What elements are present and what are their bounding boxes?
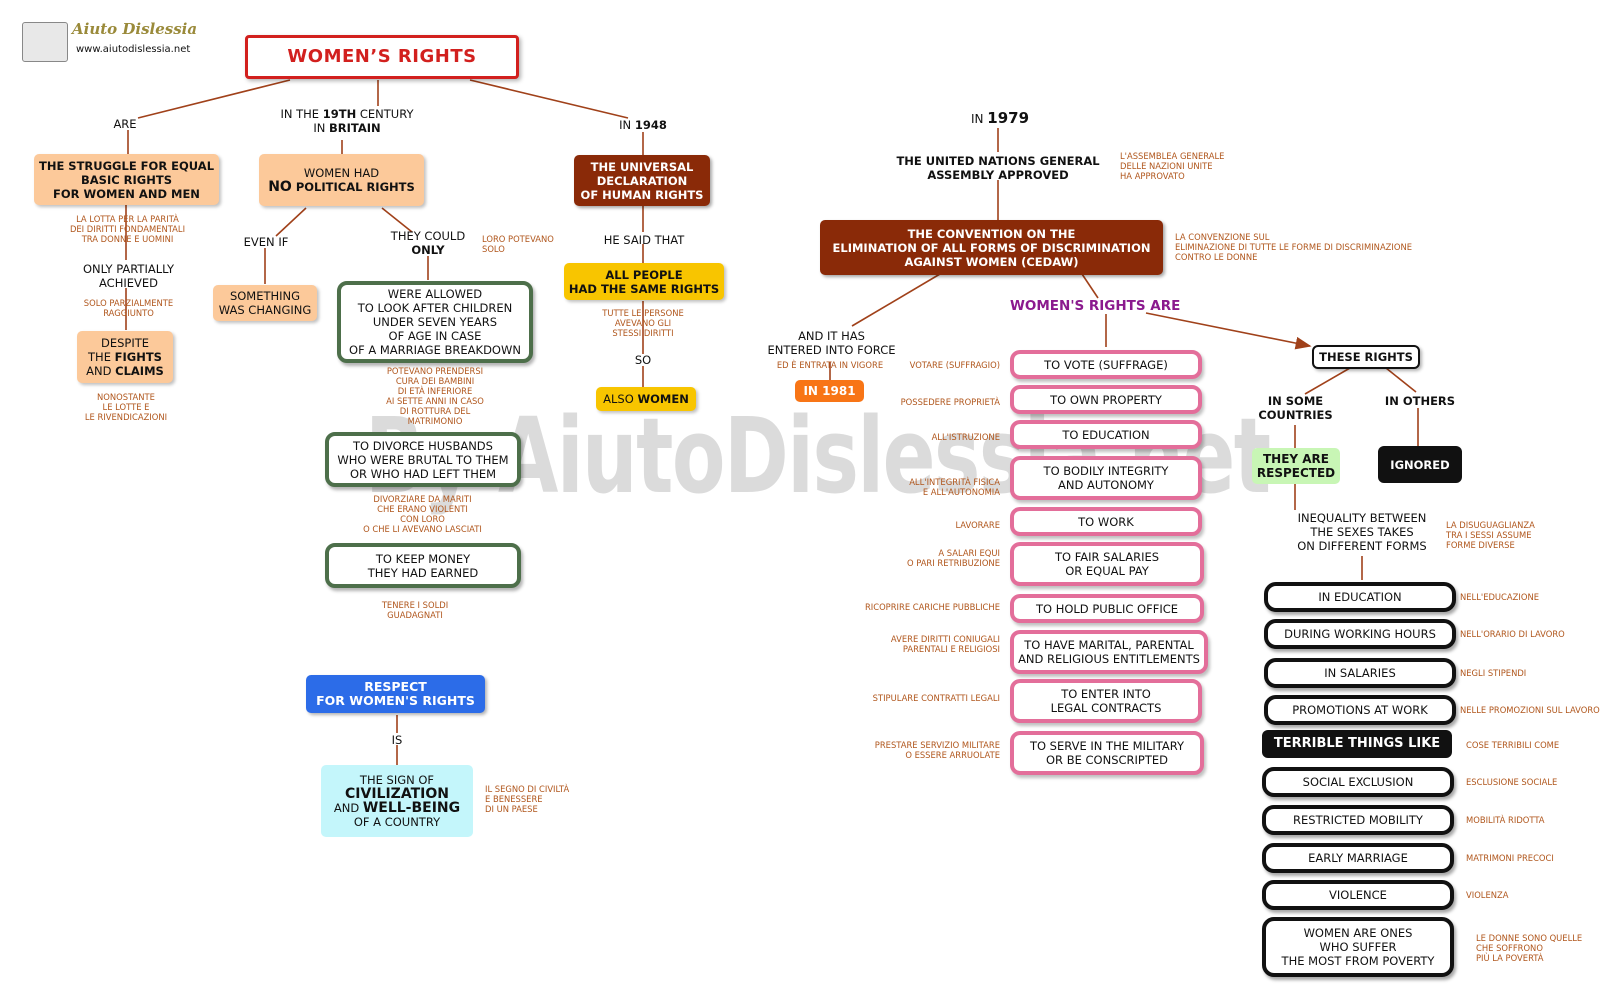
inequality-form-item: IN EDUCATION	[1264, 582, 1456, 612]
right-item-translation: AVERE DIRITTI CONIUGALI PARENTALI E RELI…	[890, 634, 1000, 654]
page-title: WOMEN’S RIGHTS	[245, 35, 519, 79]
inequality-form-item: DURING WORKING HOURS	[1264, 619, 1456, 649]
right-item: TO ENTER INTO LEGAL CONTRACTS	[1010, 679, 1202, 723]
right-item: TO SERVE IN THE MILITARY OR BE CONSCRIPT…	[1010, 731, 1204, 775]
terrible-thing-translation: VIOLENZA	[1466, 890, 1509, 900]
terrible-thing-translation: LE DONNE SONO QUELLE CHE SOFFRONO PIÙ LA…	[1476, 933, 1583, 963]
struggle-translation: LA LOTTA PER LA PARITÀ DEI DIRITTI FONDA…	[69, 214, 186, 244]
right-item: TO EDUCATION	[1010, 420, 1202, 449]
all-people-node: ALL PEOPLE HAD THE SAME RIGHTS	[564, 263, 724, 300]
inequality-form-translation: NELL'ORARIO DI LAVORO	[1460, 629, 1565, 639]
despite-text-a: DESPITE THE	[88, 336, 150, 364]
right-item: TO HAVE MARITAL, PARENTAL AND RELIGIOUS …	[1010, 630, 1208, 674]
right-item-translation: VOTARE (SUFFRAGIO)	[909, 360, 1000, 370]
they-could-translation: LORO POTEVANO SOLO	[482, 234, 554, 254]
also-women-node: ALSO WOMEN	[596, 387, 696, 411]
civilization-translation: IL SEGNO DI CIVILTÀ E BENESSERE DI UN PA…	[485, 784, 570, 814]
right-item: TO WORK	[1010, 507, 1202, 536]
right-item-translation: STIPULARE CONTRATTI LEGALI	[872, 693, 1000, 703]
right-item-translation: ALL'INTEGRITÀ FISICA E ALL'AUTONOMIA	[909, 477, 1000, 497]
in-some-countries-label: IN SOME COUNTRIES	[1258, 394, 1333, 422]
allowed-children-translation: POTEVANO PRENDERSI CURA DEI BAMBINI DI E…	[386, 366, 484, 426]
terrible-thing-item: RESTRICTED MOBILITY	[1262, 805, 1454, 835]
right-item-translation: RICOPRIRE CARICHE PUBBLICHE	[864, 602, 1000, 612]
even-if-label: EVEN IF	[243, 235, 289, 249]
inequality-form-translation: NEGLI STIPENDI	[1460, 668, 1527, 678]
all-people-translation: TUTTE LE PERSONE AVEVANO GLI STESSI DIRI…	[602, 308, 684, 338]
right-item-translation: POSSEDERE PROPRIETÀ	[900, 397, 1000, 407]
year-1979-label: IN 1979	[970, 109, 1030, 127]
cedaw-node: THE CONVENTION ON THE ELIMINATION OF ALL…	[820, 220, 1163, 275]
so-label: SO	[634, 353, 652, 367]
right-item: TO OWN PROPERTY	[1010, 385, 1202, 414]
terrible-thing-translation: MATRIMONI PRECOCI	[1466, 853, 1554, 863]
right-item: TO BODILY INTEGRITY AND AUTONOMY	[1010, 456, 1202, 500]
year-1981-badge: IN 1981	[795, 380, 864, 402]
inequality-form-item: IN SALARIES	[1264, 658, 1456, 688]
struggle-node: THE STRUGGLE FOR EQUAL BASIC RIGHTS FOR …	[34, 154, 219, 205]
is-label: IS	[391, 733, 403, 747]
year-1948-label: IN 1948	[619, 118, 667, 132]
terrible-thing-item: EARLY MARRIAGE	[1262, 843, 1454, 873]
right-item-translation: LAVORARE	[955, 520, 1000, 530]
inequality-form-item: PROMOTIONS AT WORK	[1264, 695, 1456, 725]
womens-rights-are-label: WOMEN'S RIGHTS ARE	[1010, 298, 1181, 314]
terrible-things-translation: COSE TERRIBILI COME	[1466, 740, 1560, 750]
right-item-translation: A SALARI EQUI O PARI RETRIBUZIONE	[906, 548, 1000, 568]
cedaw-translation: LA CONVENZIONE SUL ELIMINAZIONE DI TUTTE…	[1175, 232, 1413, 262]
are-label: ARE	[113, 117, 137, 131]
terrible-thing-translation: ESCLUSIONE SOCIALE	[1466, 777, 1558, 787]
logo-title: Aiuto Dislessia	[72, 20, 198, 38]
he-said-label: HE SAID THAT	[603, 233, 685, 247]
book-icon	[22, 22, 68, 62]
right-item: TO FAIR SALARIES OR EQUAL PAY	[1010, 542, 1204, 586]
right-item-translation: PRESTARE SERVIZIO MILITARE O ESSERE ARRU…	[874, 740, 1000, 760]
despite-text-c: AND	[86, 364, 116, 378]
right-item: TO VOTE (SUFFRAGE)	[1010, 350, 1202, 379]
right-item-translation: ALL'ISTRUZIONE	[931, 432, 1000, 442]
terrible-thing-translation: MOBILITÀ RIDOTTA	[1466, 815, 1545, 825]
in-others-label: IN OTHERS	[1384, 394, 1456, 408]
right-item: TO HOLD PUBLIC OFFICE	[1010, 594, 1204, 623]
entered-force-translation: ED È ENTRATA IN VIGORE	[776, 360, 884, 370]
un-assembly-label: THE UNITED NATIONS GENERAL ASSEMBLY APPR…	[896, 154, 1100, 182]
terrible-thing-item: VIOLENCE	[1262, 880, 1454, 910]
terrible-things-node: TERRIBLE THINGS LIKE	[1262, 730, 1452, 758]
site-logo[interactable]: Aiuto Dislessia www.aiutodislessia.net	[22, 20, 202, 64]
only-partially-translation: SOLO PARZIALMENTE RAGGIUNTO	[83, 298, 174, 318]
terrible-thing-item: SOCIAL EXCLUSION	[1262, 767, 1454, 797]
inequality-form-translation: NELL'EDUCAZIONE	[1460, 592, 1539, 602]
keep-money-node: TO KEEP MONEY THEY HAD EARNED	[325, 543, 521, 588]
allowed-children-node: WERE ALLOWED TO LOOK AFTER CHILDREN UNDE…	[337, 281, 533, 363]
un-assembly-translation: L'ASSEMBLEA GENERALE DELLE NAZIONI UNITE…	[1120, 151, 1225, 181]
divorce-node: TO DIVORCE HUSBANDS WHO WERE BRUTAL TO T…	[325, 432, 521, 487]
something-changing-node: SOMETHING WAS CHANGING	[213, 285, 317, 321]
keep-money-translation: TENERE I SOLDI GUADAGNATI	[381, 600, 449, 620]
udhr-node: THE UNIVERSAL DECLARATION OF HUMAN RIGHT…	[574, 155, 710, 206]
respect-node: RESPECT FOR WOMEN'S RIGHTS	[306, 675, 485, 713]
ignored-node: IGNORED	[1378, 446, 1462, 483]
logo-url[interactable]: www.aiutodislessia.net	[76, 44, 191, 55]
inequality-translation: LA DISUGUAGLIANZA TRA I SESSI ASSUME FOR…	[1446, 520, 1535, 550]
inequality-label: INEQUALITY BETWEEN THE SEXES TAKES ON DI…	[1297, 511, 1427, 553]
divorce-translation: DIVORZIARE DA MARITI CHE ERANO VIOLENTI …	[363, 494, 482, 534]
terrible-thing-item: WOMEN ARE ONES WHO SUFFER THE MOST FROM …	[1262, 917, 1454, 977]
entered-force-label: AND IT HAS ENTERED INTO FORCE	[767, 329, 896, 357]
despite-claims: CLAIMS	[115, 364, 164, 378]
respected-node: THEY ARE RESPECTED	[1252, 448, 1340, 484]
despite-translation: NONOSTANTE LE LOTTE E LE RIVENDICAZIONI	[84, 392, 168, 422]
inequality-form-translation: NELLE PROMOZIONI SUL LAVORO	[1460, 705, 1600, 715]
despite-fights: FIGHTS	[114, 350, 162, 364]
these-rights-node: THESE RIGHTS	[1312, 345, 1420, 369]
women-had-label: WOMEN HAD	[303, 166, 380, 180]
only-partially-label: ONLY PARTIALLY ACHIEVED	[82, 262, 175, 290]
